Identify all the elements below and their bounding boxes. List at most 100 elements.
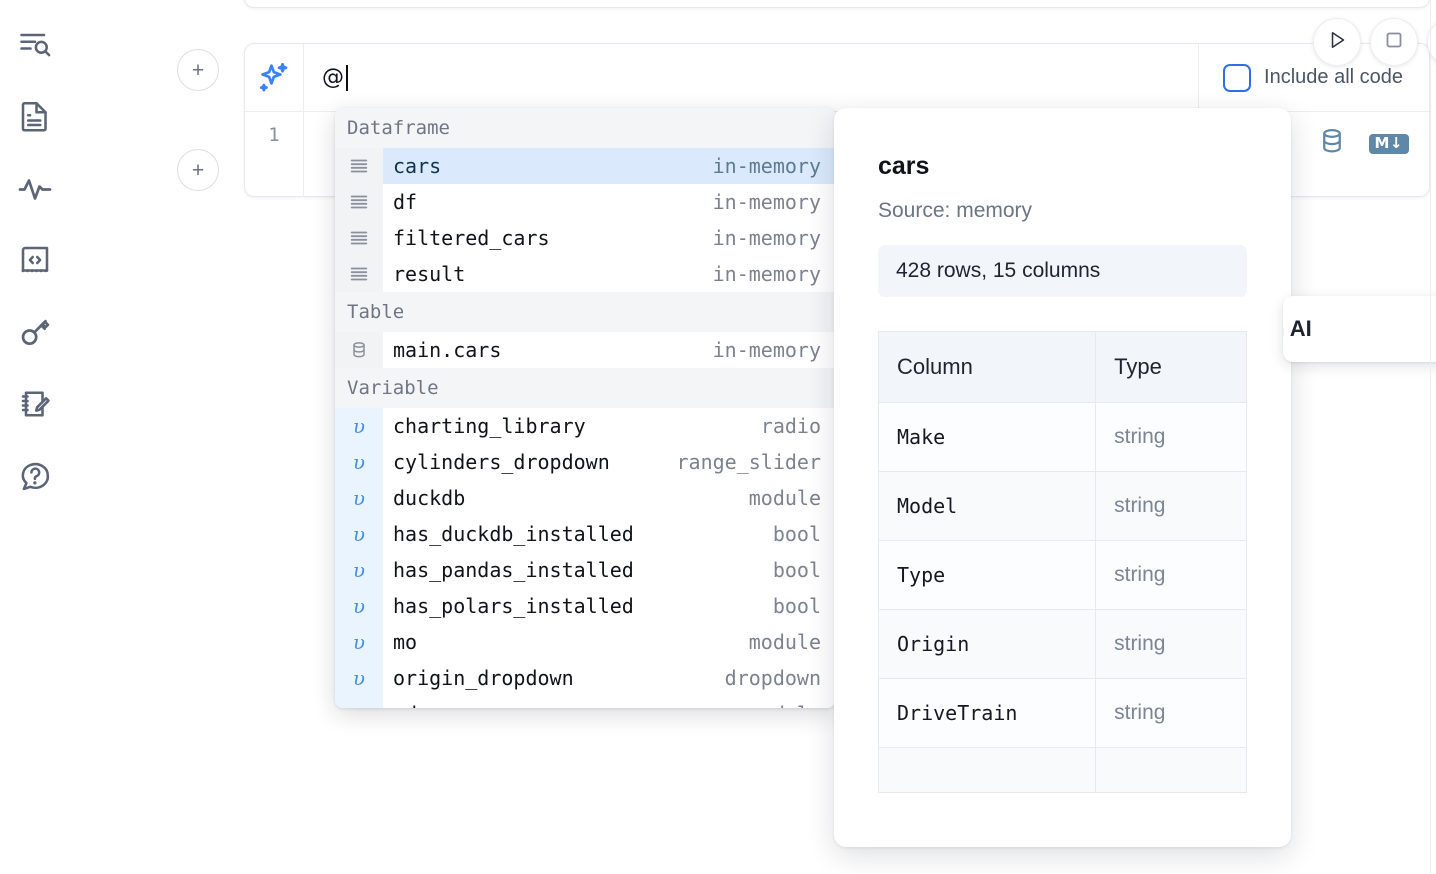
right-panel-divider — [1430, 0, 1431, 874]
preview-column-type: string — [1095, 678, 1247, 748]
autocomplete-item-name: result — [393, 262, 466, 286]
variable-icon: υ — [335, 552, 383, 588]
autocomplete-item-type: in-memory — [712, 338, 821, 362]
preview-column-type: string — [1095, 471, 1247, 541]
sidebar-item-help[interactable] — [11, 452, 59, 500]
sidebar-item-notebook[interactable] — [11, 92, 59, 140]
autocomplete-item[interactable]: cars in-memory — [335, 148, 835, 184]
run-button[interactable] — [1313, 18, 1361, 66]
autocomplete-group-dataframe: Dataframe — [335, 108, 835, 148]
autocomplete-item-name: has_polars_installed — [393, 594, 634, 618]
rows-icon — [335, 256, 383, 292]
add-cell-button-top[interactable]: + — [177, 49, 219, 91]
database-icon[interactable] — [1317, 126, 1347, 161]
previous-cell-card — [244, 0, 1430, 8]
stop-square-icon — [1382, 28, 1406, 57]
preview-column-name: DriveTrain — [877, 678, 1097, 748]
autocomplete-item-type: in-memory — [712, 262, 821, 286]
autocomplete-item-type: in-memory — [712, 226, 821, 250]
sidebar-item-secrets[interactable] — [11, 308, 59, 356]
include-all-code-group[interactable]: Include all code — [1198, 44, 1429, 111]
stop-button[interactable] — [1370, 18, 1418, 66]
preview-column-name — [877, 747, 1097, 793]
preview-title: cars — [878, 152, 930, 180]
autocomplete-item-type: module — [748, 630, 821, 654]
autocomplete-item-type: bool — [772, 594, 821, 618]
autocomplete-item-name: origin_dropdown — [393, 666, 574, 690]
code-editor-area[interactable]: M↓ — [303, 112, 1429, 197]
autocomplete-item-type: in-memory — [712, 154, 821, 178]
preview-column-name: Origin — [877, 609, 1097, 679]
variable-icon: υ — [335, 696, 383, 708]
autocomplete-item-type: bool — [772, 522, 821, 546]
autocomplete-item-name: cars — [393, 154, 442, 178]
autocomplete-item-name: filtered_cars — [393, 226, 550, 250]
autocomplete-item[interactable]: filtered_cars in-memory — [335, 220, 835, 256]
markdown-icon[interactable]: M↓ — [1368, 133, 1409, 154]
ai-tooltip-card: h AI — [1283, 296, 1436, 362]
autocomplete-item[interactable]: υ has_polars_installed bool — [335, 588, 835, 624]
autocomplete-item[interactable]: result in-memory — [335, 256, 835, 292]
left-icon-rail — [0, 0, 70, 874]
dataframe-preview-panel: cars Source: memory 428 rows, 15 columns… — [834, 108, 1291, 847]
autocomplete-item-name: mo — [393, 630, 418, 654]
variable-icon: υ — [335, 588, 383, 624]
variable-icon: υ — [335, 480, 383, 516]
add-cell-button-bottom[interactable]: + — [177, 149, 219, 191]
plus-icon: + — [191, 158, 205, 182]
autocomplete-item[interactable]: υpdmodule — [335, 696, 835, 708]
autocomplete-item[interactable]: υ cylinders_dropdown range_slider — [335, 444, 835, 480]
variable-icon: υ — [335, 444, 383, 480]
ai-tooltip-label: h AI — [1283, 316, 1312, 341]
autocomplete-item-type: range_slider — [676, 450, 822, 474]
text-caret — [345, 64, 348, 91]
code-editor-row: 1 M↓ — [245, 112, 1429, 197]
preview-column-type: string — [1095, 402, 1247, 472]
autocomplete-group-table: Table — [335, 292, 835, 332]
ai-prompt-input[interactable]: @ — [303, 44, 1198, 111]
preview-column-name: Model — [877, 471, 1097, 541]
autocomplete-item-name: df — [393, 190, 418, 214]
cell-toolbar: M↓ — [1317, 126, 1409, 161]
rows-icon — [335, 148, 383, 184]
preview-column-type: string — [1095, 540, 1247, 610]
document-icon — [17, 98, 53, 134]
autocomplete-item-type: in-memory — [712, 190, 821, 214]
preview-shape-badge: 428 rows, 15 columns — [878, 245, 1247, 297]
autocomplete-item-name: has_duckdb_installed — [393, 522, 634, 546]
line-number: 1 — [268, 124, 280, 146]
autocomplete-item-name: cylinders_dropdown — [393, 450, 610, 474]
sidebar-item-scratchpad[interactable] — [11, 380, 59, 428]
autocomplete-item[interactable]: df in-memory — [335, 184, 835, 220]
column-header-type: Type — [1095, 331, 1247, 403]
preview-column-name: Make — [877, 402, 1097, 472]
scratchpad-edit-icon — [17, 386, 53, 422]
autocomplete-item-type: dropdown — [724, 666, 821, 690]
sidebar-item-activity[interactable] — [11, 164, 59, 212]
preview-column-name: Type — [877, 540, 1097, 610]
sidebar-item-snippets[interactable] — [11, 236, 59, 284]
autocomplete-item-name: has_pandas_installed — [393, 558, 634, 582]
autocomplete-item-name: duckdb — [393, 486, 466, 510]
ai-prompt-value: @ — [322, 65, 345, 90]
autocomplete-item-type: module — [748, 486, 821, 510]
include-all-code-checkbox[interactable] — [1223, 63, 1252, 92]
autocomplete-group-variable: Variable — [335, 368, 835, 408]
preview-column-type: string — [1095, 609, 1247, 679]
rows-icon — [335, 220, 383, 256]
include-all-code-label: Include all code — [1264, 66, 1403, 88]
sidebar-item-explore[interactable] — [11, 20, 59, 68]
ai-sparkle-icon — [245, 59, 303, 97]
